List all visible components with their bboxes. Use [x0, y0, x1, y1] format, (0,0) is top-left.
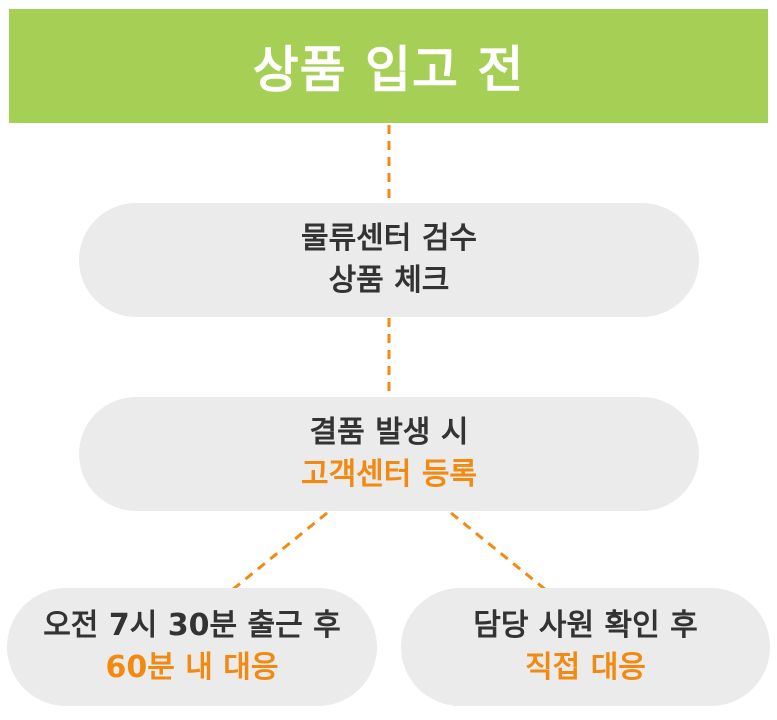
- step-staff-response: 담당 사원 확인 후 직접 대응: [401, 588, 770, 706]
- step-staff-response-title: 담당 사원 확인 후: [473, 608, 698, 643]
- header-title: 상품 입고 전: [252, 41, 525, 99]
- connector-node2-to-node4: [450, 511, 547, 592]
- step-morning-response: 오전 7시 30분 출근 후 60분 내 대응: [7, 588, 377, 706]
- step-logistics-inspection: 물류센터 검수 상품 체크: [79, 203, 699, 317]
- step-morning-response-detail: 60분 내 대응: [105, 650, 279, 685]
- step-morning-response-title: 오전 7시 30분 출근 후: [43, 608, 341, 643]
- step-shortage-registration-detail: 고객센터 등록: [300, 457, 478, 492]
- step-logistics-inspection-detail: 상품 체크: [328, 263, 450, 298]
- header-banner: 상품 입고 전: [9, 9, 768, 123]
- step-shortage-registration: 결품 발생 시 고객센터 등록: [79, 397, 699, 511]
- step-shortage-registration-title: 결품 발생 시: [309, 415, 469, 450]
- step-staff-response-detail: 직접 대응: [525, 650, 646, 685]
- connector-node2-to-node3: [231, 511, 328, 592]
- step-logistics-inspection-title: 물류센터 검수: [300, 221, 478, 256]
